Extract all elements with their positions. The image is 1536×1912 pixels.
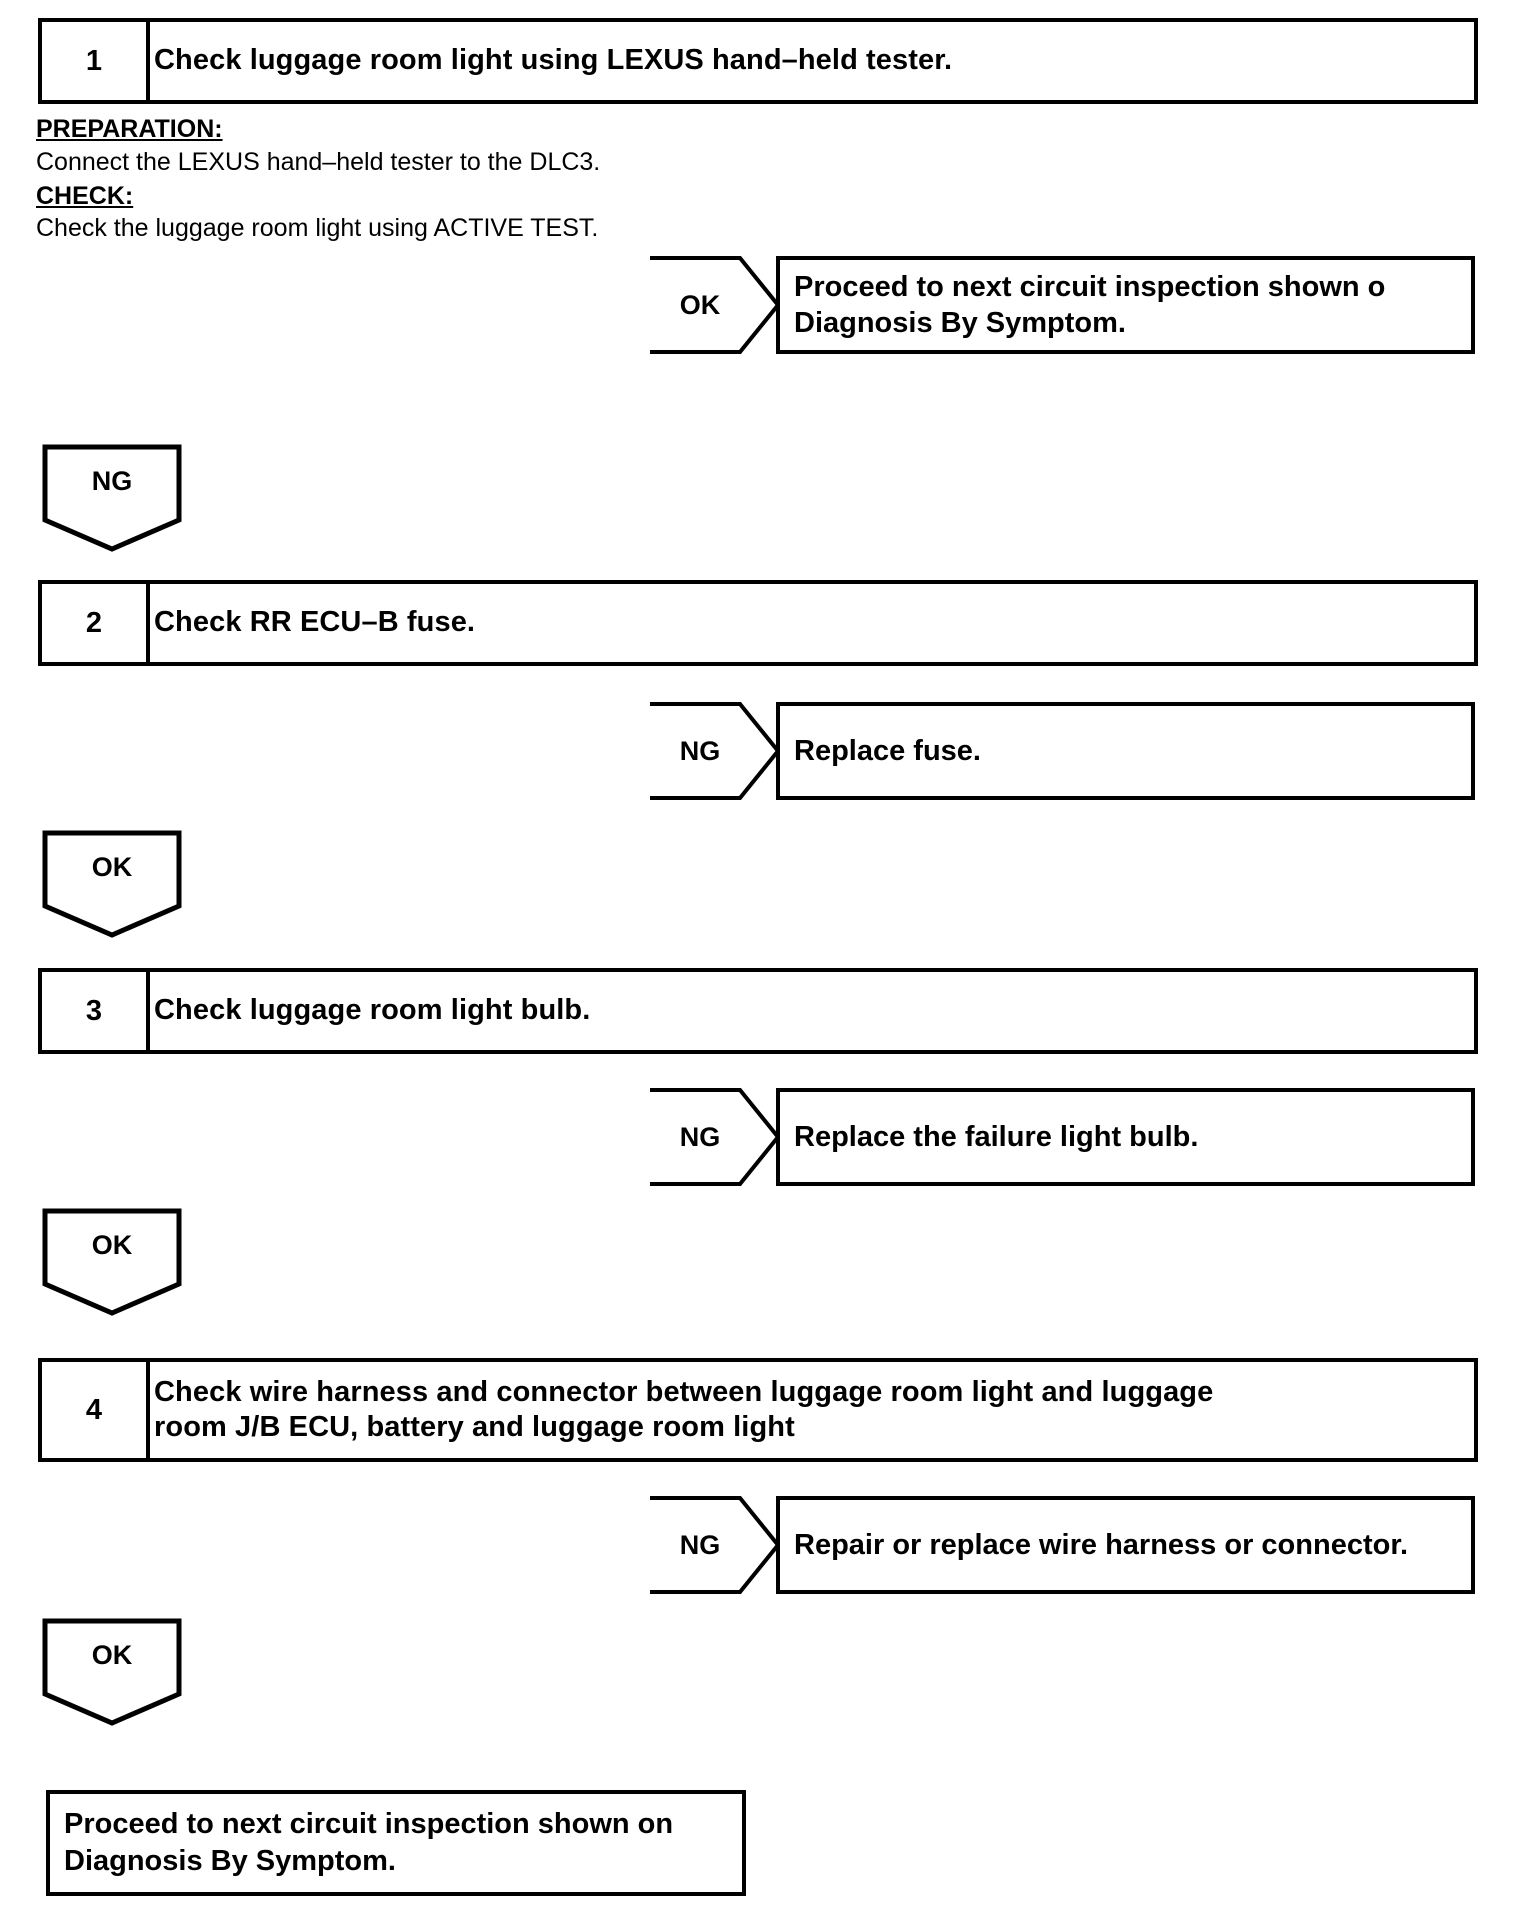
check-heading: CHECK: bbox=[36, 182, 134, 210]
branch-label-ng-4: NG bbox=[679, 1529, 721, 1560]
step-text-3-line-1: Check luggage room light bulb. bbox=[154, 994, 591, 1027]
step-number-1: 1 bbox=[42, 22, 150, 100]
result-box-ng-3: Replace the failure light bulb. bbox=[776, 1088, 1475, 1186]
step-text-4-line-1: Check wire harness and connector between… bbox=[154, 1375, 1214, 1408]
flag-down-ng-1: NG bbox=[42, 444, 182, 552]
arrow-right-ng-4: NG bbox=[648, 1496, 780, 1594]
step-text-1: Check luggage room light using LEXUS han… bbox=[154, 22, 1466, 100]
result-ok-1-line-1: Proceed to next circuit inspection shown… bbox=[794, 270, 1386, 303]
step-box-1: 1 Check luggage room light using LEXUS h… bbox=[38, 18, 1478, 104]
step-box-4: 4 Check wire harness and connector betwe… bbox=[38, 1358, 1478, 1462]
branch-ok-step1: OK Proceed to next circuit inspection sh… bbox=[648, 256, 1475, 354]
check-body: Check the luggage room light using ACTIV… bbox=[36, 214, 599, 242]
flag-label-ok-4: OK bbox=[91, 1639, 133, 1670]
branch-label-ng-2: NG bbox=[679, 735, 721, 766]
flag-label-ng-1: NG bbox=[91, 465, 133, 496]
branch-ng-step2: NG Replace fuse. bbox=[648, 702, 1475, 800]
step-box-3: 3 Check luggage room light bulb. bbox=[38, 968, 1478, 1054]
final-line-2: Diagnosis By Symptom. bbox=[64, 1845, 396, 1877]
arrow-right-ng-2: NG bbox=[648, 702, 780, 800]
arrow-right-ok-1: OK bbox=[648, 256, 780, 354]
result-ng-3-line-1: Replace the failure light bulb. bbox=[794, 1120, 1199, 1153]
result-ok-1-line-2: Diagnosis By Symptom. bbox=[794, 307, 1126, 339]
step-text-4-line-2: room J/B ECU, battery and luggage room l… bbox=[154, 1411, 795, 1443]
step-number-3: 3 bbox=[42, 972, 150, 1050]
step-number-2: 2 bbox=[42, 584, 150, 662]
arrow-right-ng-3: NG bbox=[648, 1088, 780, 1186]
preparation-body: Connect the LEXUS hand–held tester to th… bbox=[36, 148, 601, 176]
step-text-2-line-1: Check RR ECU–B fuse. bbox=[154, 606, 476, 639]
flag-down-ok-3: OK bbox=[42, 1208, 182, 1316]
result-box-ng-4: Repair or replace wire harness or connec… bbox=[776, 1496, 1475, 1594]
result-box-ng-2: Replace fuse. bbox=[776, 702, 1475, 800]
result-ng-2-line-1: Replace fuse. bbox=[794, 734, 981, 767]
flag-label-ok-3: OK bbox=[91, 1229, 133, 1260]
check-note: CHECK: bbox=[36, 180, 936, 213]
result-box-ok-1: Proceed to next circuit inspection shown… bbox=[776, 256, 1475, 354]
final-line-1: Proceed to next circuit inspection shown… bbox=[64, 1807, 674, 1840]
preparation-note: PREPARATION: bbox=[36, 113, 936, 146]
step-text-2: Check RR ECU–B fuse. bbox=[154, 584, 1466, 662]
step-box-2: 2 Check RR ECU–B fuse. bbox=[38, 580, 1478, 666]
check-body-wrap: Check the luggage room light using ACTIV… bbox=[36, 212, 936, 245]
branch-ng-step3: NG Replace the failure light bulb. bbox=[648, 1088, 1475, 1186]
result-ng-4-line-1: Repair or replace wire harness or connec… bbox=[794, 1528, 1409, 1561]
preparation-heading: PREPARATION: bbox=[36, 115, 223, 143]
preparation-body-wrap: Connect the LEXUS hand–held tester to th… bbox=[36, 146, 936, 179]
branch-label-ok-1: OK bbox=[679, 289, 721, 320]
flag-down-ok-2: OK bbox=[42, 830, 182, 938]
final-outcome-box: Proceed to next circuit inspection shown… bbox=[46, 1790, 746, 1896]
step-text-3: Check luggage room light bulb. bbox=[154, 972, 1466, 1050]
branch-ng-step4: NG Repair or replace wire harness or con… bbox=[648, 1496, 1475, 1594]
branch-label-ng-3: NG bbox=[679, 1121, 721, 1152]
step-text-4: Check wire harness and connector between… bbox=[154, 1362, 1466, 1458]
step-text-1-line-1: Check luggage room light using LEXUS han… bbox=[154, 44, 953, 77]
flag-down-ok-4: OK bbox=[42, 1618, 182, 1726]
flag-label-ok-2: OK bbox=[91, 851, 133, 882]
step-number-4: 4 bbox=[42, 1362, 150, 1458]
